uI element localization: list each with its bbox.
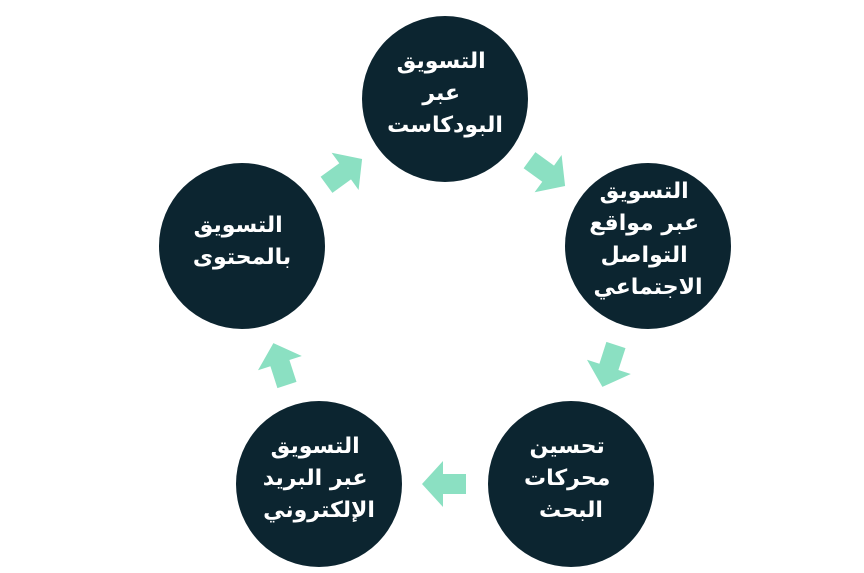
node-label-line: التسويق bbox=[271, 434, 360, 459]
node-label-line: بالمحتوى bbox=[193, 245, 291, 270]
node-label-line: البودكاست bbox=[387, 113, 503, 138]
node-label-line: التسويق bbox=[600, 179, 689, 204]
node-label-line: التسويق bbox=[194, 213, 283, 238]
node-label-line: عبر bbox=[421, 81, 460, 106]
node-circle bbox=[159, 163, 325, 329]
node-circle bbox=[565, 163, 731, 329]
node-social-media-marketing: التسويق عبر مواقع التواصل الاجتماعي bbox=[565, 163, 731, 329]
svg-text:التسويق عبر البريد: التسويق عبر البريد الإلكتروني bbox=[263, 434, 375, 523]
arrow-podcast-to-social bbox=[523, 152, 566, 193]
arrow-email-to-content bbox=[258, 343, 302, 389]
arrow-social-to-seo bbox=[587, 341, 631, 387]
node-label-line: البحث bbox=[539, 498, 603, 523]
node-email-marketing: التسويق عبر البريد الإلكتروني bbox=[236, 401, 402, 567]
node-content-marketing: التسويق بالمحتوى bbox=[159, 163, 325, 329]
node-label-line: التسويق bbox=[397, 49, 486, 74]
node-circle bbox=[362, 16, 528, 182]
node-label-line: عبر مواقع bbox=[589, 211, 699, 236]
svg-text:التسويق عبر البودك: التسويق عبر البودكاست bbox=[387, 49, 503, 138]
node-label-line: الإلكتروني bbox=[263, 498, 375, 523]
node-label-line: الاجتماعي bbox=[593, 275, 702, 300]
arrow-seo-to-email bbox=[422, 461, 466, 507]
svg-text:التسويق بالمحتوى: التسويق بالمحتوى bbox=[193, 213, 291, 270]
arrow-content-to-podcast bbox=[320, 152, 363, 193]
node-label-line: عبر البريد bbox=[263, 466, 368, 491]
node-search-engine-optimization: تحسين محركات البحث bbox=[488, 401, 654, 567]
node-podcast-marketing: التسويق عبر البودكاست bbox=[362, 16, 528, 182]
node-circle bbox=[236, 401, 402, 567]
node-label-line: محركات bbox=[524, 466, 610, 491]
node-circle bbox=[488, 401, 654, 567]
node-label-line: تحسين bbox=[530, 434, 605, 459]
node-label-line: التواصل bbox=[601, 243, 688, 268]
svg-text:التسويق عبر مواقع: التسويق عبر مواقع التواصل الاجتماعي bbox=[589, 179, 706, 300]
svg-text:تحسين محركات البحث: تحسين محركات البحث bbox=[524, 434, 618, 523]
